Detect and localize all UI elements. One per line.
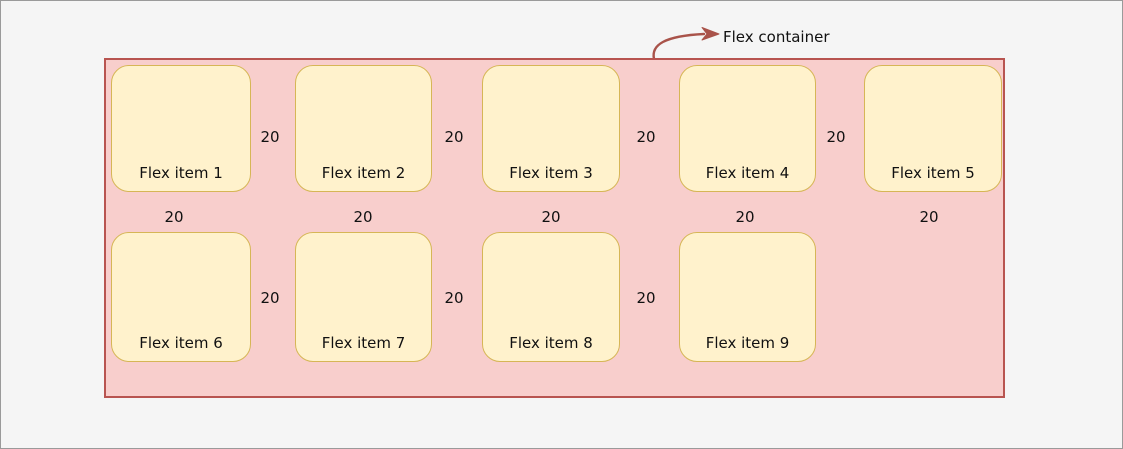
flex-item-2: Flex item 2 <box>295 65 432 192</box>
row-gap-label: 20 <box>164 208 184 226</box>
flex-container-label: Flex container <box>723 28 830 46</box>
row-gap-label: 20 <box>735 208 755 226</box>
flex-item-6: Flex item 6 <box>111 232 251 362</box>
flex-item-9: Flex item 9 <box>679 232 816 362</box>
flex-item-label: Flex item 7 <box>321 334 406 352</box>
flex-container: Flex item 1 Flex item 2 Flex item 3 Flex… <box>104 58 1005 398</box>
row-gap-label: 20 <box>541 208 561 226</box>
flex-item-label: Flex item 5 <box>891 164 975 182</box>
row-gap-label: 20 <box>353 208 373 226</box>
column-gap-label: 20 <box>444 289 464 307</box>
flex-item-label: Flex item 8 <box>509 334 593 352</box>
flex-item-5: Flex item 5 <box>864 65 1002 192</box>
flex-item-7: Flex item 7 <box>295 232 432 362</box>
column-gap-label: 20 <box>260 128 280 146</box>
row-gap-label: 20 <box>919 208 939 226</box>
flex-item-label: Flex item 1 <box>139 164 223 182</box>
column-gap-label: 20 <box>826 128 846 146</box>
flex-item-label: Flex item 4 <box>705 164 790 182</box>
flex-item-1: Flex item 1 <box>111 65 251 192</box>
column-gap-label: 20 <box>636 128 656 146</box>
column-gap-label: 20 <box>636 289 656 307</box>
flex-item-8: Flex item 8 <box>482 232 620 362</box>
flex-item-4: Flex item 4 <box>679 65 816 192</box>
flex-item-label: Flex item 3 <box>509 164 593 182</box>
column-gap-label: 20 <box>444 128 464 146</box>
curved-arrow-icon <box>652 27 720 61</box>
column-gap-label: 20 <box>260 289 280 307</box>
flex-item-label: Flex item 6 <box>139 334 223 352</box>
flex-item-label: Flex item 9 <box>705 334 790 352</box>
flex-item-label: Flex item 2 <box>321 164 406 182</box>
flex-item-3: Flex item 3 <box>482 65 620 192</box>
